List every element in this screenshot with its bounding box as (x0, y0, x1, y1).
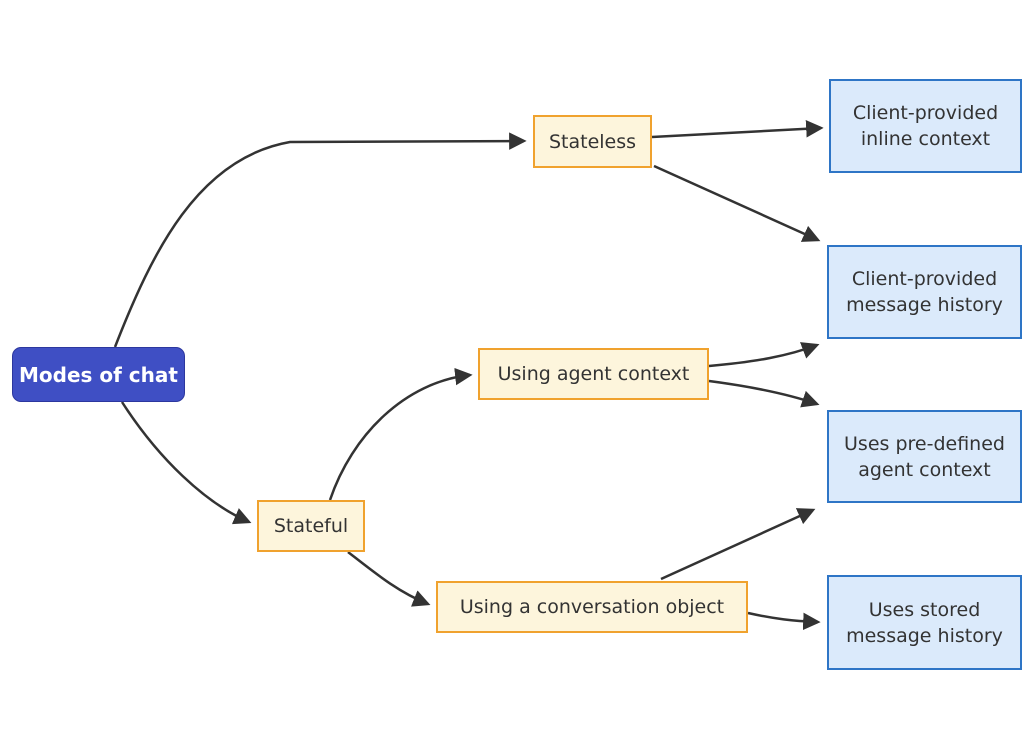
node-uses-stored-message-history: Uses stored message history (827, 575, 1022, 670)
node-client-provided-message-history: Client-provided message history (827, 245, 1022, 339)
edge-modes-to-stateless (113, 132, 527, 348)
node-label-line: Uses pre-defined (844, 432, 1005, 455)
edge-modes-to-stateful (120, 401, 252, 525)
edge-stateless-to-client-history (653, 164, 821, 242)
edge-conversation-object-to-stored (747, 611, 821, 631)
node-uses-predefined-agent-context: Uses pre-defined agent context (827, 410, 1022, 503)
node-label-line: agent context (858, 458, 991, 481)
node-stateful: Stateful (257, 500, 365, 552)
node-label-line: inline context (860, 128, 991, 150)
node-using-agent-context: Using agent context (478, 348, 709, 400)
edge-stateful-to-agent-context (328, 367, 473, 501)
node-label-line: message history (846, 294, 1003, 316)
edge-agent-context-to-predefined (708, 379, 820, 408)
edge-stateless-to-client-inline (651, 120, 824, 139)
node-label-line: Uses stored (868, 598, 981, 621)
node-client-provided-inline-context: Client-provided inline context (829, 79, 1022, 173)
node-label-line: Client-provided (851, 268, 998, 290)
edge-agent-context-to-client-history (708, 342, 820, 368)
node-using-conversation-object: Using a conversation object (436, 581, 748, 633)
edge-conversation-object-to-predefined (660, 508, 816, 581)
edge-stateful-to-conversation-object (347, 551, 431, 607)
node-label-line: Client-provided (852, 102, 999, 124)
node-stateless: Stateless (533, 115, 652, 168)
node-label-line: message history (846, 624, 1003, 647)
node-modes-of-chat: Modes of chat (12, 347, 185, 402)
